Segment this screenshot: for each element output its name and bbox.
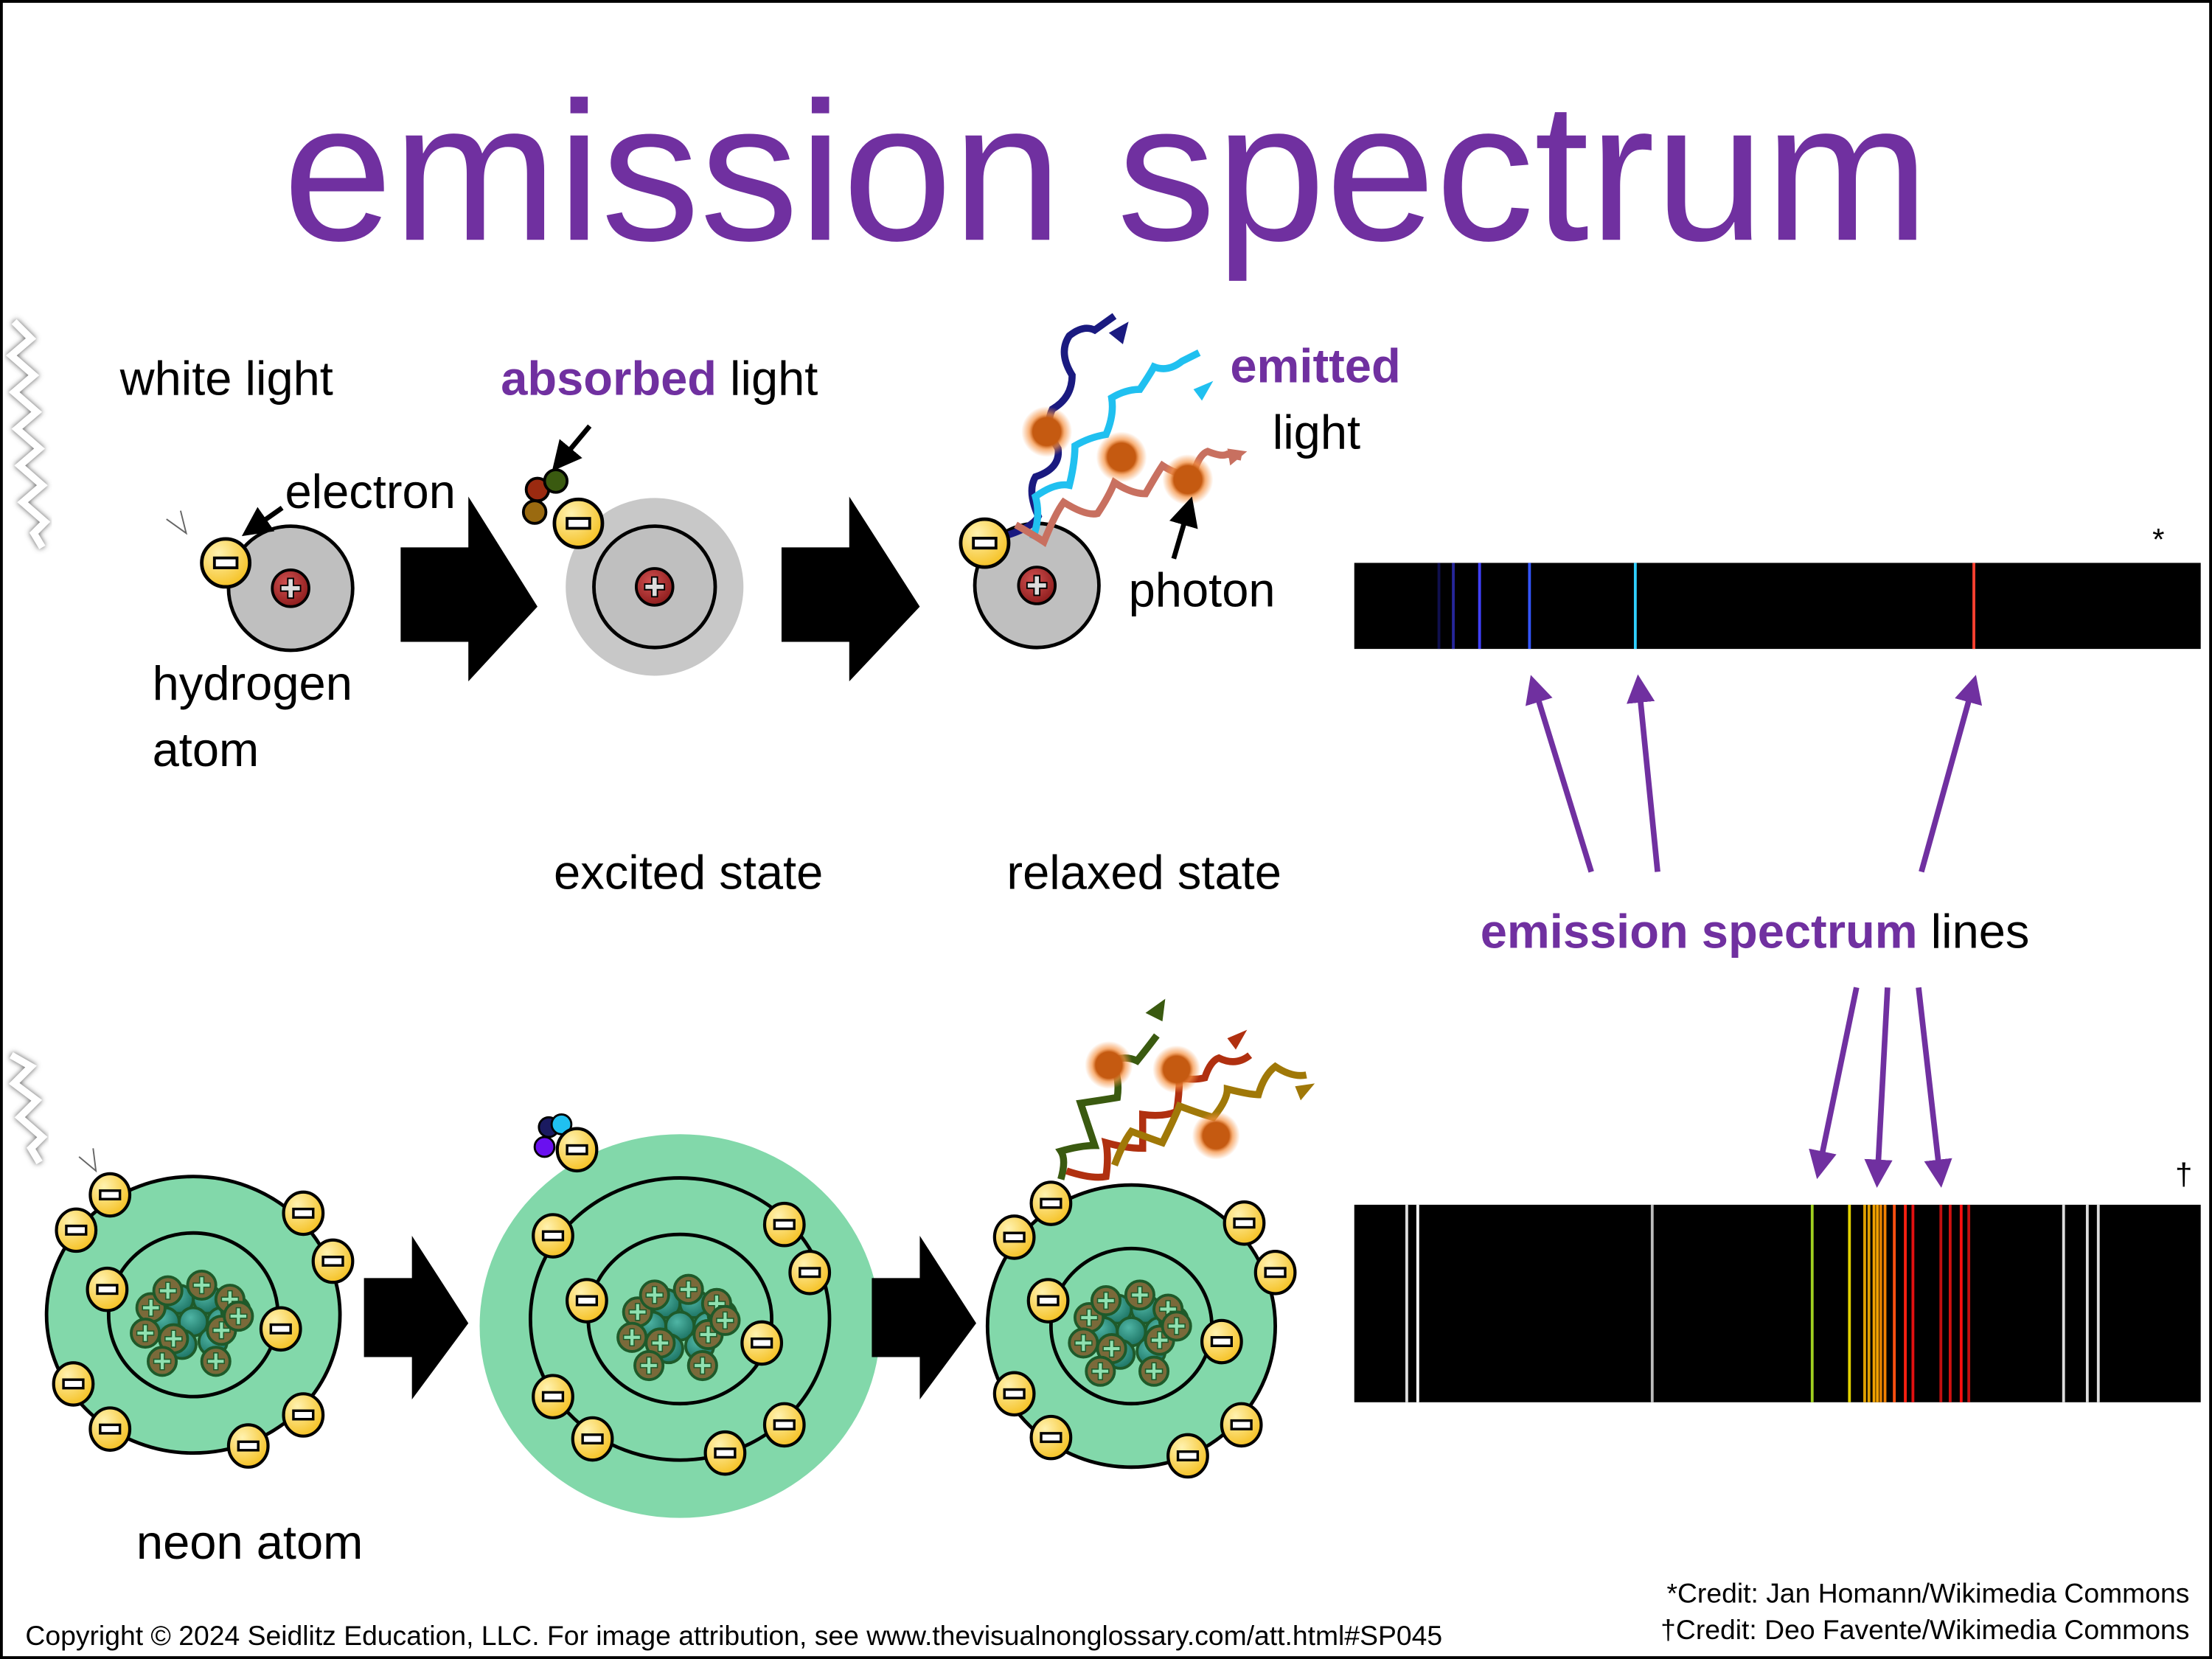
neon-spectrum-line: [1876, 1204, 1879, 1402]
neon-spectrum-line: [1879, 1204, 1882, 1402]
credit-neon-spectrum: †Credit: Deo Favente/Wikimedia Commons: [1660, 1614, 2189, 1645]
electron-icon: [202, 539, 250, 587]
credit-hydrogen-spectrum: *Credit: Jan Homann/Wikimedia Commons: [1666, 1577, 2189, 1608]
photon-label: photon: [1129, 563, 1276, 617]
process-arrow-icon: [364, 1236, 469, 1399]
hydrogen-atom-label-line1: hydrogen: [153, 656, 352, 710]
photon-icon: [1021, 406, 1073, 457]
hydrogen-spectrum-line: [1972, 563, 1975, 650]
neon-spectrum-credit-marker: †: [2175, 1157, 2192, 1192]
white-light-wave-icon: [8, 1051, 48, 1164]
electron-icon: [961, 519, 1009, 567]
spectrum-lines-bold: emission spectrum: [1481, 905, 1918, 959]
white-light-arrowhead-icon: [166, 510, 188, 535]
neon-spectrum-line: [1872, 1204, 1876, 1402]
neon-spectrum-line: [1848, 1204, 1851, 1402]
excited-state-label: excited state: [554, 845, 823, 899]
neon-spectrum-line: [1967, 1204, 1971, 1402]
hydrogen-atom-label-line2: atom: [153, 723, 260, 776]
neon-spectrum-line: [1893, 1204, 1896, 1402]
photon-icon: [1152, 1045, 1201, 1093]
hydrogen-atom-relaxed: [961, 313, 1248, 650]
process-arrow-icon: [872, 1236, 976, 1399]
emitted-photon-wave-salmon: [1014, 448, 1242, 547]
white-light-label: white light: [119, 352, 333, 406]
emitted-photon-wave-lightblue: [1029, 349, 1201, 540]
photon-icon: [1096, 431, 1147, 483]
absorbed-bold: absorbed: [501, 352, 717, 406]
hydrogen-spectrum-line: [1633, 563, 1637, 650]
neon-spectrum-line: [1959, 1204, 1963, 1402]
white-light-wave-icon: [5, 319, 51, 549]
process-arrow-icon: [400, 496, 538, 682]
neon-spectrum-line: [1863, 1204, 1866, 1402]
electron-label: electron: [285, 465, 455, 518]
absorbed-photon-olive-icon: [521, 499, 548, 525]
hydrogen-spectrum-line: [1437, 563, 1441, 650]
absorbed-photon-violet-icon: [533, 1135, 556, 1158]
spectrum-line-pointers: [1525, 674, 1983, 1188]
neon-spectrum-line: [2085, 1204, 2089, 1402]
absorbed-rest: light: [717, 352, 818, 406]
neon-spectrum-line: [1405, 1204, 1408, 1402]
neon-spectrum: [1354, 1204, 2201, 1402]
spectrum-lines-rest: lines: [1918, 905, 2030, 959]
white-light-arrowhead-icon: [78, 1148, 97, 1173]
neon-spectrum-line: [1810, 1204, 1814, 1402]
neon-spectrum-line: [2096, 1204, 2100, 1402]
neon-atom-ground: [44, 1174, 352, 1467]
photon-icon: [1085, 1040, 1133, 1090]
neon-atom-relaxed: [985, 998, 1315, 1478]
absorbed-pointer-arrow: [552, 424, 592, 472]
photon-icon: [1192, 1111, 1240, 1160]
absorbed-light-label: absorbed light: [501, 352, 818, 406]
photon-pointer-arrow: [1169, 496, 1198, 560]
neon-atom-excited: [479, 1113, 880, 1518]
hydrogen-spectrum-line: [1478, 563, 1481, 650]
hydrogen-spectrum: [1354, 563, 2201, 650]
neon-spectrum-line: [1883, 1204, 1887, 1402]
electron-icon: [554, 499, 602, 547]
hydrogen-spectrum-credit-marker: *: [2152, 522, 2164, 557]
neon-spectrum-line: [1416, 1204, 1419, 1402]
neon-spectrum-line: [1948, 1204, 1952, 1402]
neon-atom-label: neon atom: [136, 1515, 363, 1569]
page-title: emission spectrum: [283, 61, 1930, 283]
hydrogen-atom-ground: [202, 524, 355, 653]
photon-icon: [1162, 454, 1214, 505]
electron-pointer-arrow: [241, 506, 284, 537]
absorbed-photon-green-icon: [543, 468, 569, 494]
neon-spectrum-line: [1904, 1204, 1907, 1402]
copyright-footer: Copyright © 2024 Seidlitz Education, LLC…: [25, 1620, 1442, 1651]
neon-spectrum-line: [2062, 1204, 2065, 1402]
relaxed-state-label: relaxed state: [1006, 845, 1281, 899]
emission-spectrum-lines-label: emission spectrum lines: [1481, 905, 2030, 959]
neon-spectrum-line: [1939, 1204, 1943, 1402]
neon-spectrum-line: [1867, 1204, 1871, 1402]
process-arrow-icon: [781, 496, 920, 682]
hydrogen-spectrum-line: [1528, 563, 1531, 650]
emitted-light-label: light: [1273, 405, 1360, 459]
neon-spectrum-line: [1650, 1204, 1654, 1402]
hydrogen-spectrum-line: [1452, 563, 1455, 650]
neon-spectrum-line: [1911, 1204, 1915, 1402]
emitted-bold-label: emitted: [1230, 338, 1400, 392]
